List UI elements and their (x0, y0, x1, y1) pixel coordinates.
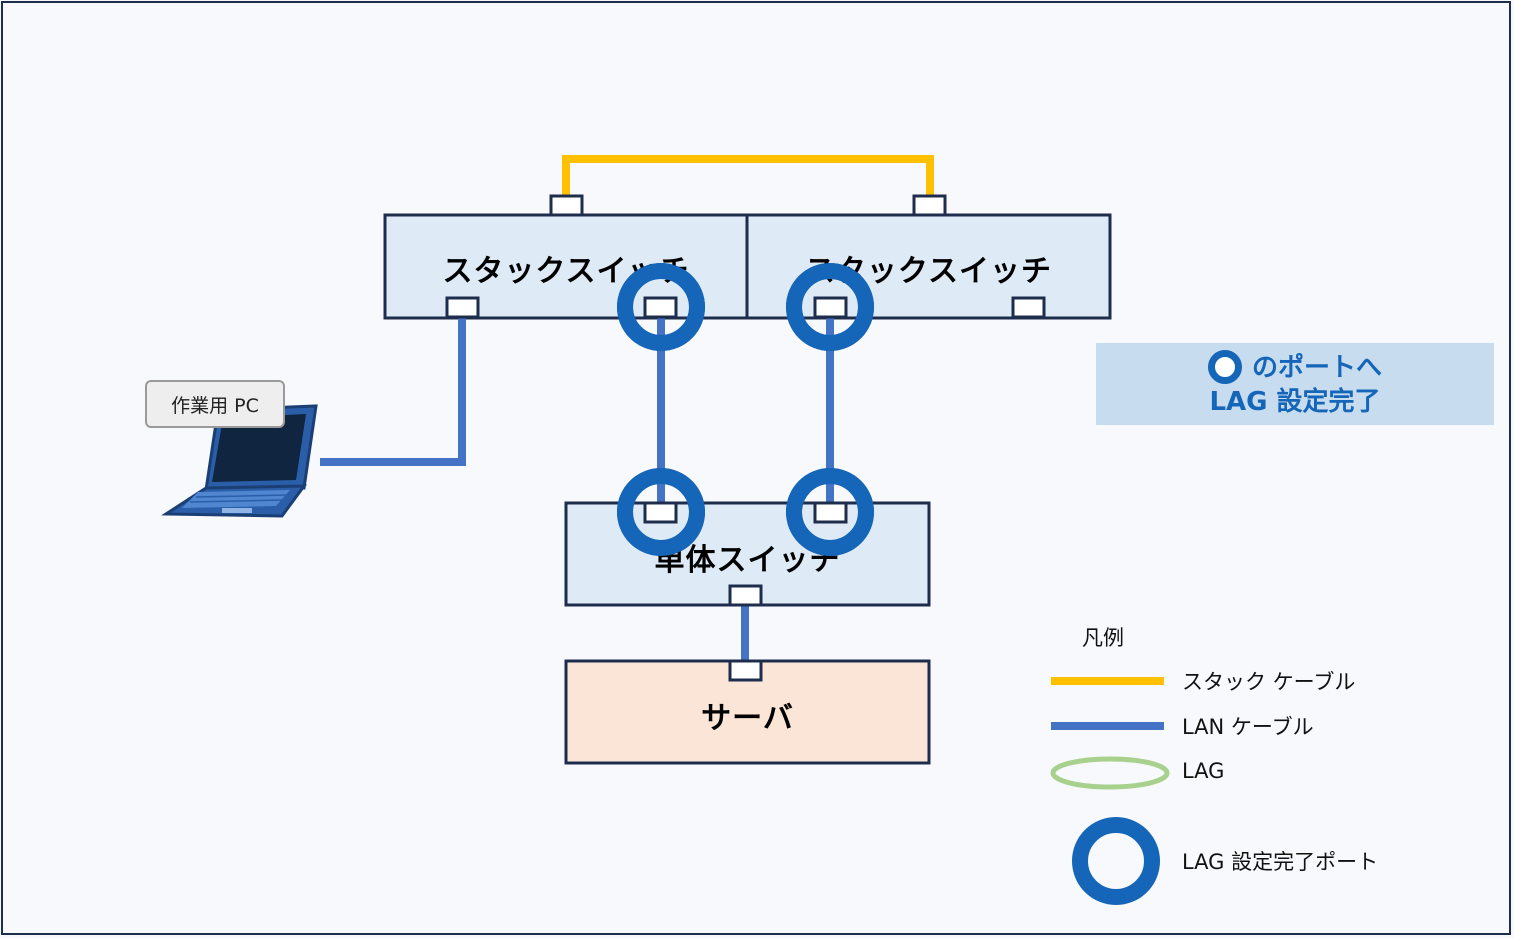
pc-label: 作業用 PC (145, 380, 285, 428)
stack-switch-1-label: スタックスイッチ (442, 254, 690, 289)
stack-cable (562, 155, 934, 197)
port-stack-1-pc (445, 296, 480, 319)
port-single-server (728, 584, 763, 607)
legend-lag-swatch (1050, 756, 1170, 790)
lag-note-line-1: のポートへ (1207, 349, 1382, 385)
legend-lag-label: LAG (1182, 759, 1225, 783)
lag-note-box: のポートへ LAG 設定完了 (1096, 343, 1494, 425)
legend-lag-port-swatch (1072, 817, 1160, 905)
port-stack-2-top (912, 194, 947, 217)
legend-lan-cable-label: LAN ケーブル (1182, 715, 1314, 739)
port-stack-2-spare (1011, 296, 1046, 319)
lan-cable-pc (320, 316, 466, 466)
port-stack-1-lag (643, 296, 678, 319)
lag-note-line-2: LAG 設定完了 (1209, 386, 1381, 417)
port-stack-1-top (549, 194, 584, 217)
port-single-lag-2 (813, 501, 848, 524)
port-stack-2-lag (813, 296, 848, 319)
server (564, 659, 931, 765)
server-label: サーバ (701, 701, 794, 736)
single-switch-label: 単体スイッチ (654, 543, 841, 578)
port-single-lag-1 (643, 501, 678, 524)
legend-lag-port-label: LAG 設定完了ポート (1182, 850, 1379, 874)
stack-switch-2-label: スタックスイッチ (804, 254, 1053, 289)
port-server-top (728, 659, 763, 682)
legend-stack-cable-label: スタック ケーブル (1182, 670, 1356, 694)
legend-title: 凡例 (1082, 626, 1124, 650)
lag-note-text-1: のポートへ (1251, 352, 1382, 383)
ring-icon (1207, 349, 1242, 384)
